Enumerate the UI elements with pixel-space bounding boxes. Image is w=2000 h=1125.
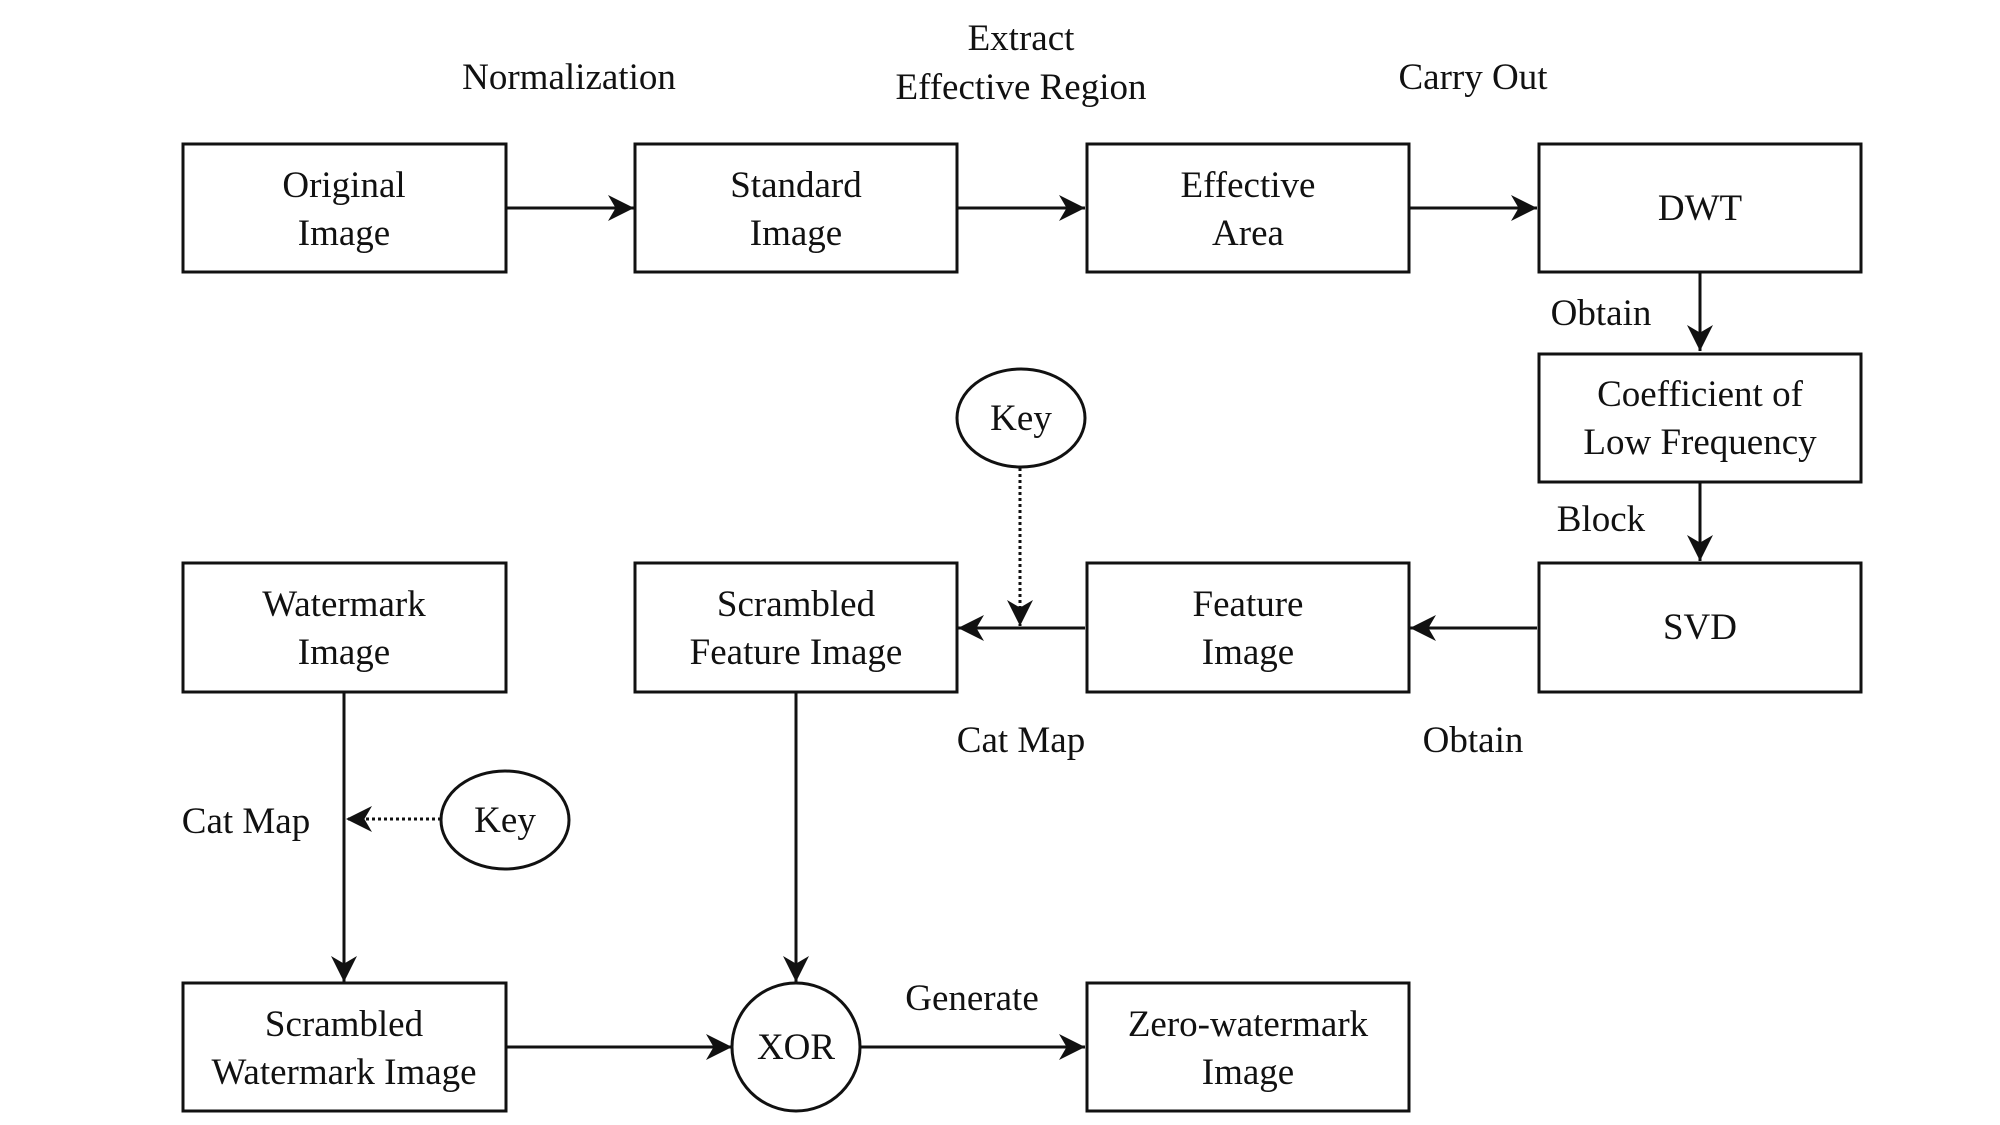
node-original-image: Original Image [181, 142, 508, 274]
edge-labels: Normalization Extract Effective Region C… [182, 18, 1652, 1019]
node-scrambled-watermark-image: Scrambled Watermark Image [181, 981, 508, 1113]
node-label: Image [298, 213, 390, 254]
node-label: XOR [757, 1027, 835, 1068]
node-label: Coefficient of [1597, 374, 1804, 415]
edges [331, 195, 1713, 1060]
edge-label-extract: Extract [968, 18, 1076, 59]
node-label: Key [990, 398, 1052, 439]
node-label: Low Frequency [1583, 422, 1817, 463]
node-label: Area [1212, 213, 1284, 254]
edge-label-carry-out: Carry Out [1399, 57, 1549, 98]
node-label: Key [474, 800, 536, 841]
node-watermark-image: Watermark Image [181, 561, 508, 694]
node-coefficient-low-frequency: Coefficient of Low Frequency [1537, 352, 1863, 484]
node-xor: XOR [730, 981, 862, 1113]
node-label: Scrambled [717, 584, 876, 625]
edge-label-generate: Generate [905, 978, 1039, 1019]
edge-label-effective-region: Effective Region [895, 67, 1146, 108]
node-key-top: Key [955, 367, 1087, 469]
edge-label-block: Block [1557, 499, 1646, 540]
node-svd: SVD [1537, 561, 1863, 694]
edge-label-cat-map-feature: Cat Map [957, 720, 1085, 761]
node-label: DWT [1658, 188, 1742, 229]
node-label: Image [1202, 632, 1294, 673]
node-label: Image [298, 632, 390, 673]
node-label: Standard [730, 165, 862, 206]
node-dwt: DWT [1537, 142, 1863, 274]
node-label: SVD [1663, 607, 1737, 648]
node-label: Feature [1193, 584, 1304, 625]
node-key-bottom: Key [439, 769, 571, 871]
edge-label-obtain-dwt: Obtain [1551, 293, 1652, 334]
edge-label-normalization: Normalization [462, 57, 676, 98]
edge-label-obtain-svd: Obtain [1423, 720, 1524, 761]
node-scrambled-feature-image: Scrambled Feature Image [633, 561, 959, 694]
node-effective-area: Effective Area [1085, 142, 1411, 274]
node-label: Image [1202, 1052, 1294, 1093]
node-label: Feature Image [690, 632, 903, 673]
node-feature-image: Feature Image [1085, 561, 1411, 694]
node-label: Watermark [262, 584, 426, 625]
node-label: Scrambled [265, 1004, 424, 1045]
node-label: Effective [1181, 165, 1316, 206]
node-label: Watermark Image [211, 1052, 476, 1093]
node-label: Image [750, 213, 842, 254]
node-label: Zero-watermark [1128, 1004, 1369, 1045]
edge-label-cat-map-watermark: Cat Map [182, 801, 310, 842]
node-standard-image: Standard Image [633, 142, 959, 274]
node-zero-watermark-image: Zero-watermark Image [1085, 981, 1411, 1113]
node-label: Original [282, 165, 405, 206]
